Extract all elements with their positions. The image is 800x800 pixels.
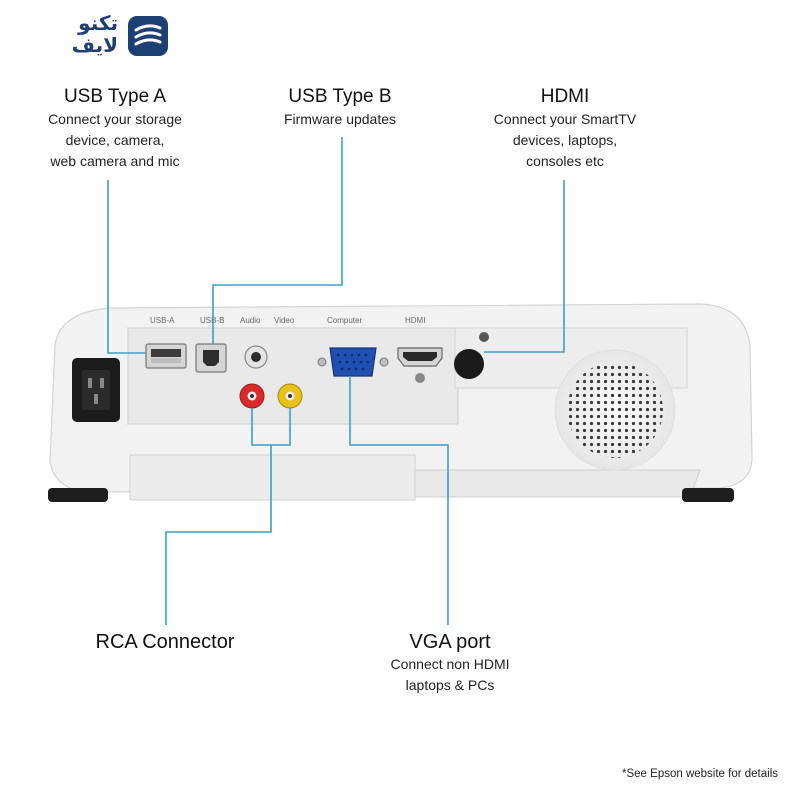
- panel-label-hdmi: HDMI: [405, 316, 425, 325]
- speaker-grill: [554, 349, 676, 471]
- logo-mark-icon: [128, 16, 168, 56]
- tekno-life-logo: تكنو لايف: [48, 12, 172, 62]
- rca-yellow-port: [277, 383, 303, 409]
- power-socket: [72, 358, 120, 422]
- logo-text-line2: لايف: [71, 33, 118, 57]
- foot-left: [48, 488, 108, 502]
- callout-line-vga: [349, 376, 449, 625]
- hdmi-port: [397, 347, 443, 383]
- foot-right: [682, 488, 734, 502]
- panel-label-computer: Computer: [327, 316, 362, 325]
- callout-line-hdmi: [484, 180, 565, 353]
- callout-vga-port: VGA port Connect non HDMI laptops & PCs: [350, 630, 550, 696]
- callout-vga-desc: Connect non HDMI laptops & PCs: [390, 656, 510, 693]
- callout-usb-type-b: USB Type B Firmware updates: [255, 85, 425, 130]
- callout-line-usb-a: [107, 180, 146, 354]
- callout-line-rca: [165, 445, 272, 625]
- callout-usb-a-desc: Connect your storage device, camera, web…: [48, 111, 182, 169]
- callout-lines: [107, 137, 565, 625]
- callout-hdmi-title: HDMI: [540, 86, 590, 107]
- callout-usb-b-desc: Firmware updates: [283, 111, 397, 127]
- callout-usb-b-title: USB Type B: [288, 86, 392, 107]
- callout-rca-title: RCA Connector: [95, 631, 235, 653]
- callout-vga-title: VGA port: [409, 631, 491, 653]
- callout-rca-connector: RCA Connector: [70, 630, 260, 654]
- callout-line-usb-b: [212, 137, 343, 344]
- vga-port: [317, 347, 389, 377]
- rca-red-port: [239, 383, 265, 409]
- callout-usb-type-a: USB Type A Connect your storage device, …: [20, 85, 210, 172]
- footnote: *See Epson website for details: [622, 768, 778, 780]
- usb-b-port: [195, 343, 227, 373]
- screw: [479, 332, 489, 342]
- logo-text-line1: تكنو: [78, 11, 118, 35]
- panel-label-usb-a: USB-A: [150, 316, 175, 325]
- callout-hdmi: HDMI Connect your SmartTV devices, lapto…: [470, 85, 660, 172]
- usb-a-port: [145, 343, 187, 369]
- connector-panel: USB-A USB-B Audio Video Computer HDMI: [127, 316, 688, 425]
- audio-port: [244, 345, 268, 369]
- callout-hdmi-desc: Connect your SmartTV devices, laptops, c…: [493, 111, 637, 169]
- ir-receiver: [454, 349, 484, 379]
- logo-text: تكنو لايف: [48, 12, 118, 56]
- panel-label-video: Video: [274, 316, 295, 325]
- callout-usb-a-title: USB Type A: [63, 86, 167, 107]
- panel-label-audio: Audio: [240, 316, 261, 325]
